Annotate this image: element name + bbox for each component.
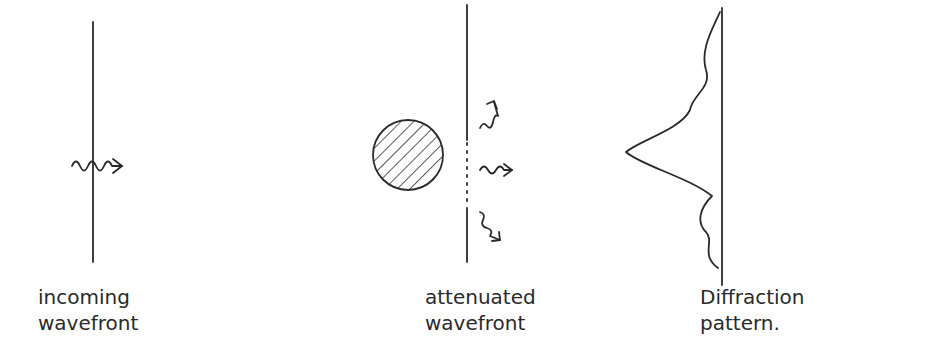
arrow-head <box>504 164 512 176</box>
diffraction-curve <box>626 12 720 268</box>
attenuated-section <box>466 143 468 205</box>
caption-label: Diffraction pattern. <box>700 284 805 336</box>
wavefront-line <box>466 5 468 140</box>
wave-arrow <box>72 162 122 171</box>
arrow-head <box>113 159 122 173</box>
caption-label: incoming wavefront <box>38 284 138 336</box>
hatching <box>370 117 446 193</box>
wavefront-line <box>466 208 468 262</box>
screen-line <box>721 8 723 285</box>
arrow-head <box>487 101 497 109</box>
wave-arrow <box>480 167 512 174</box>
wave-arrow <box>480 102 498 128</box>
wavefront-line <box>92 22 94 262</box>
arrow-head <box>492 232 500 241</box>
wave-arrow <box>480 212 500 240</box>
caption-label: attenuated wavefront <box>425 284 536 336</box>
